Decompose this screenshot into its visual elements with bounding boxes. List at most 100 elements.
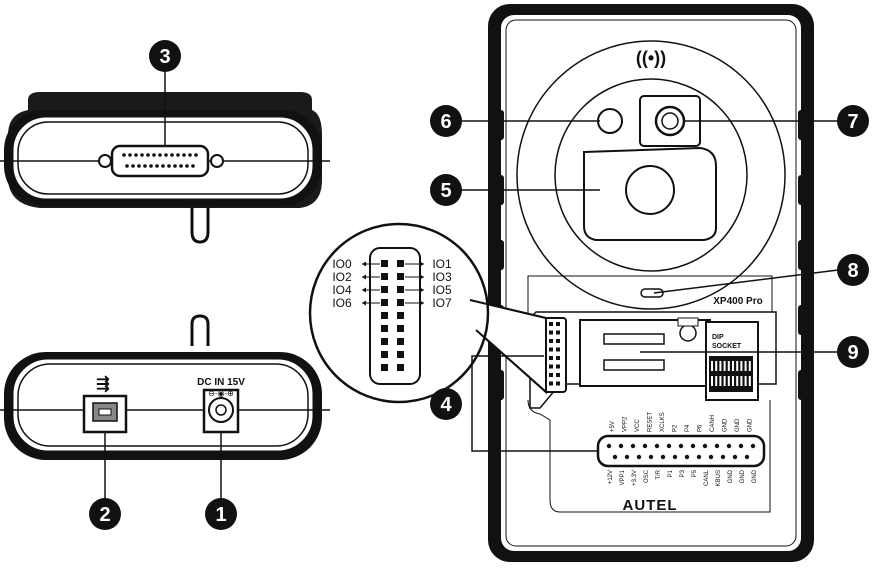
- callout-9: 9: [837, 336, 869, 368]
- io-label-right: IO1: [432, 257, 452, 271]
- io-header-pin: [556, 381, 560, 386]
- prog-pin: [636, 454, 642, 460]
- io-pin: [397, 286, 404, 293]
- pin-label-bottom: OSC: [644, 469, 650, 483]
- io-header-pin: [549, 339, 553, 343]
- prog-pin: [720, 454, 726, 460]
- dip-slot: [740, 361, 743, 371]
- prog-pin: [714, 443, 720, 449]
- db25-pin: [164, 153, 168, 157]
- pin-label-bottom: KBUS: [716, 470, 722, 486]
- callout-number-1: 1: [215, 504, 226, 526]
- callout-number-3: 3: [159, 46, 170, 68]
- io-label-right: IO3: [432, 270, 452, 284]
- io-label-left: IO2: [332, 270, 352, 284]
- callout-2: 2: [89, 498, 121, 530]
- prog-pin: [708, 454, 714, 460]
- status-led: [640, 288, 664, 298]
- callout-number-2: 2: [99, 504, 110, 526]
- io-pin: [381, 338, 388, 345]
- prog-pin: [744, 454, 750, 460]
- io-header-pin: [549, 356, 553, 360]
- db25-side-view: [0, 70, 330, 244]
- programming-connector: [596, 434, 766, 468]
- pin-label-bottom: GND: [752, 469, 758, 483]
- io-header-pin: [549, 381, 553, 386]
- io-header-pin: [549, 373, 553, 377]
- pin-label-top: GND: [723, 418, 729, 432]
- callout-number-9: 9: [847, 342, 858, 364]
- pin-label-top: P4: [685, 424, 691, 432]
- prog-pin: [696, 454, 702, 460]
- dip-slot: [744, 376, 747, 386]
- prog-pin: [624, 454, 630, 460]
- io-pin: [381, 325, 388, 332]
- pin-label-bottom: GND: [728, 469, 734, 483]
- prog-pin: [630, 443, 636, 449]
- io-label-left: IO0: [332, 257, 352, 271]
- pin-label-bottom: VPP1: [620, 469, 626, 485]
- callout-number-5: 5: [440, 180, 451, 202]
- pin-label-top: GND: [748, 418, 754, 432]
- io-pin: [397, 338, 404, 345]
- prog-pin: [606, 443, 612, 449]
- prog-pin: [642, 443, 648, 449]
- db25-pin: [131, 164, 135, 168]
- io-header-pin: [556, 347, 560, 352]
- callout-1: 1: [205, 498, 237, 530]
- io-header-pin: [556, 373, 560, 377]
- io-header-pin: [556, 364, 560, 369]
- db25-pin: [128, 153, 132, 157]
- usb-icon: ⇶: [96, 375, 109, 393]
- io-header-pin: [556, 356, 560, 360]
- io-header-pin: [549, 330, 553, 335]
- polarity-icon: ⊖-◉-⊕: [208, 389, 234, 398]
- pin-label-top: XCLKS: [660, 412, 666, 432]
- db25-connector: [110, 144, 210, 178]
- dip-slot: [711, 361, 713, 371]
- io-arrowhead: [420, 287, 424, 293]
- prog-pin: [726, 443, 732, 449]
- prog-pin: [738, 443, 744, 449]
- io-header: [543, 317, 567, 393]
- dip-slot: [748, 361, 751, 371]
- prog-pin: [684, 454, 690, 460]
- db25-pin: [191, 164, 195, 168]
- io-arrowhead: [362, 274, 366, 280]
- prog-pin: [672, 454, 678, 460]
- io-arrowhead: [420, 261, 424, 267]
- db25-pin: [143, 164, 147, 168]
- io-pin: [381, 260, 388, 267]
- dip-slot: [732, 361, 734, 371]
- db25-pin: [146, 153, 150, 157]
- io-pin: [381, 273, 388, 280]
- dip-slot: [719, 376, 722, 386]
- dip-slot: [711, 376, 713, 386]
- io-pin: [381, 351, 388, 358]
- db25-pin: [167, 164, 171, 168]
- callout-number-6: 6: [440, 111, 451, 133]
- dip-label-2: SOCKET: [712, 343, 742, 350]
- prog-pin: [750, 443, 756, 449]
- callout-6: 6: [430, 105, 462, 137]
- io-label-left: IO6: [332, 296, 352, 310]
- prog-pin: [666, 443, 672, 449]
- callout-3: 3: [149, 40, 181, 72]
- io-header-pin: [556, 330, 560, 335]
- db25-pin: [161, 164, 165, 168]
- pin-label-top: P2: [673, 424, 679, 432]
- callout-7: 7: [837, 105, 869, 137]
- brand-logo: AUTEL: [623, 497, 678, 514]
- dip-slot: [732, 376, 734, 386]
- callout-number-7: 7: [847, 111, 858, 133]
- pin-label-top: +5V: [610, 421, 616, 432]
- db25-pin: [155, 164, 159, 168]
- indicator-light: [597, 108, 623, 134]
- pin-label-bottom: T/R: [656, 469, 662, 479]
- dip-slot: [748, 376, 751, 386]
- pin-label-top: VCC: [635, 419, 641, 432]
- pin-label-bottom: P3: [680, 469, 686, 477]
- io-pin: [397, 273, 404, 280]
- db25-pin: [122, 153, 126, 157]
